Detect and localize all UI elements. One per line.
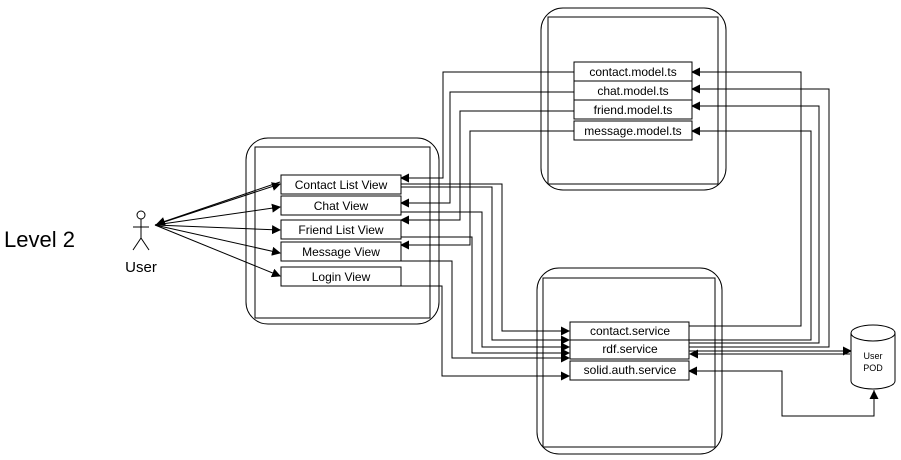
view-label: Chat View (314, 199, 369, 213)
model-box-contact: contact.model.ts (573, 61, 693, 82)
services-container (536, 267, 723, 455)
model-box-chat: chat.model.ts (573, 80, 693, 101)
model-box-message: message.model.ts (573, 120, 693, 141)
service-label: contact.service (590, 324, 670, 338)
service-label: rdf.service (602, 342, 658, 356)
model-label: friend.model.ts (594, 103, 673, 117)
view-service-connectors (401, 183, 570, 381)
service-box-rdf: rdf.service (569, 339, 690, 360)
view-box-login: Login View (280, 266, 402, 287)
pod-label-line1: User (863, 351, 882, 361)
pod-label-line2: POD (863, 363, 883, 373)
service-box-solid-auth: solid.auth.service (569, 360, 690, 381)
models-container (540, 7, 727, 191)
view-label: Login View (312, 270, 371, 284)
user-pod-database-icon (850, 324, 896, 390)
model-label: chat.model.ts (597, 84, 668, 98)
model-view-connectors (400, 71, 574, 250)
views-container (245, 137, 440, 325)
service-model-connectors (689, 67, 830, 348)
service-pod-connectors (688, 346, 879, 417)
view-box-contact-list: Contact List View (280, 174, 402, 195)
view-label: Friend List View (298, 223, 383, 237)
view-label: Message View (302, 245, 380, 259)
service-box-contact: contact.service (569, 321, 690, 341)
user-actor-icon (132, 210, 150, 251)
diagram-title: Level 2 (4, 227, 75, 252)
view-box-message: Message View (280, 241, 402, 262)
service-label: solid.auth.service (584, 363, 677, 377)
view-label: Contact List View (295, 178, 388, 192)
model-label: message.model.ts (584, 124, 681, 138)
model-box-friend: friend.model.ts (573, 99, 693, 120)
view-box-chat: Chat View (280, 195, 402, 216)
user-label: User (125, 259, 157, 276)
view-box-friend-list: Friend List View (280, 219, 402, 240)
user-view-connectors (154, 181, 281, 278)
model-label: contact.model.ts (589, 65, 676, 79)
